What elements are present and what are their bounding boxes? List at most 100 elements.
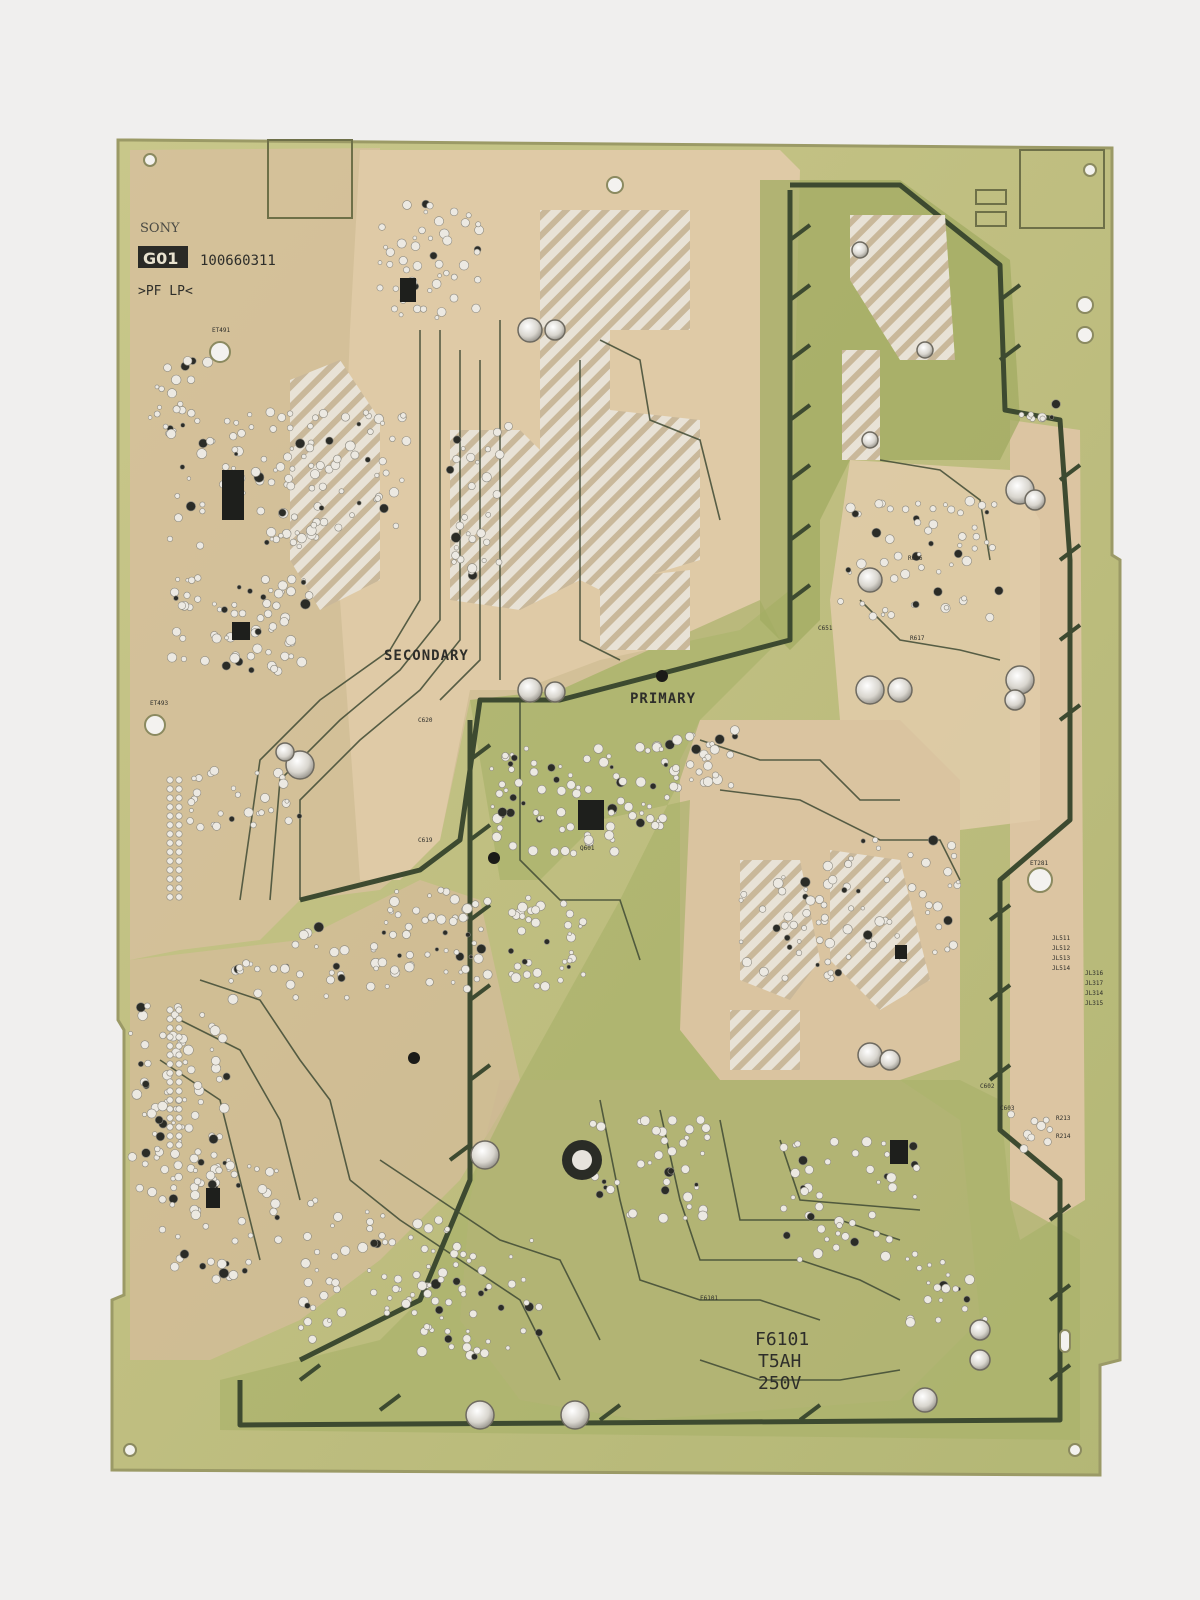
solder-pad [423, 209, 428, 215]
solder-pad [436, 307, 447, 317]
solder-pad [971, 524, 978, 531]
solder-pad [339, 945, 350, 956]
solder-pad [147, 1187, 157, 1197]
solder-pad [381, 1273, 388, 1280]
solder-pad [157, 1100, 168, 1112]
solder-pad [246, 652, 255, 661]
solder-pad [170, 587, 180, 597]
solder-pad [209, 1047, 214, 1052]
solder-pad [257, 1184, 268, 1194]
solder-pad [247, 588, 253, 594]
solder-pad [373, 965, 379, 972]
solder-pad [485, 1338, 491, 1345]
solder-pad [694, 1182, 699, 1187]
solder-pad [925, 901, 933, 910]
refdes-label: R213 [1056, 1115, 1071, 1122]
solder-pad [298, 1324, 304, 1331]
solder-pad [225, 1160, 235, 1171]
connector-pin [175, 1087, 183, 1095]
solder-pad [357, 1242, 369, 1253]
solder-pad [801, 925, 807, 931]
solder-pad [885, 534, 895, 544]
solder-pad [284, 474, 293, 483]
solder-pad [398, 312, 404, 318]
solder-pad [517, 926, 526, 936]
solder-pad [598, 757, 609, 768]
refdes-label: ET281 [1030, 860, 1048, 867]
solder-pad [384, 984, 390, 989]
solder-pad [141, 1148, 151, 1158]
solder-pad [237, 429, 246, 438]
solder-pad [822, 860, 833, 872]
connector-pin [166, 1114, 174, 1122]
solder-pad [519, 913, 526, 920]
solder-pad [286, 481, 296, 491]
solder-pad [901, 505, 910, 513]
solder-pad [890, 574, 899, 583]
solder-pad [172, 627, 182, 637]
solder-pad [873, 1230, 881, 1238]
solder-pad [495, 450, 505, 460]
connector-pin [175, 1060, 183, 1068]
solder-pad [437, 273, 442, 278]
connector-pin [175, 866, 183, 874]
solder-pad [153, 410, 161, 418]
connector-pin [175, 884, 183, 892]
solder-pad [836, 1222, 843, 1229]
solder-pad [182, 356, 193, 366]
connector-pin [166, 821, 174, 829]
solder-pad [481, 472, 492, 483]
solder-pad [915, 500, 921, 507]
mounting-holes [123, 153, 1097, 1457]
solder-pad [247, 1232, 254, 1239]
solder-pad [404, 961, 415, 973]
solder-pad [404, 922, 413, 931]
solder-pad [412, 906, 421, 915]
solder-pad [331, 1252, 339, 1261]
solder-pad [988, 544, 996, 552]
solder-pad [314, 944, 319, 949]
solder-pad [702, 757, 707, 762]
solder-pad [796, 939, 802, 944]
solder-pad [280, 651, 290, 661]
solder-pad [948, 940, 958, 950]
hv-trace-outlines [237, 182, 1073, 1428]
solder-pad [323, 993, 329, 999]
solder-pad [356, 500, 362, 506]
solder-pad [786, 944, 793, 951]
solder-pad [127, 1152, 137, 1162]
solder-pad [135, 1002, 146, 1013]
solder-pad [741, 957, 752, 968]
solder-pad [918, 890, 927, 899]
solder-pad [331, 1278, 340, 1287]
solder-pad [779, 1143, 788, 1152]
solder-pad [266, 527, 277, 538]
solder-pad [334, 523, 343, 532]
solder-pad [1049, 414, 1055, 420]
solder-pad [382, 469, 390, 477]
solder-pad [277, 580, 288, 591]
solder-pad [401, 436, 412, 446]
solder-pad [874, 499, 884, 509]
solder-pad [131, 1089, 143, 1100]
solder-pad [882, 607, 889, 614]
solder-pad [647, 1160, 653, 1166]
solder-pad [880, 612, 886, 617]
connector-pin [175, 1015, 183, 1023]
solder-pad [709, 744, 720, 755]
solder-pad [522, 970, 531, 979]
solder-pad [188, 576, 196, 584]
solder-pad [431, 1248, 436, 1254]
solder-pad [231, 1237, 239, 1245]
solder-pad [199, 1262, 207, 1270]
solder-pad [377, 957, 388, 967]
solder-pad [935, 1316, 942, 1324]
solder-pad [256, 614, 265, 622]
solder-pad [933, 587, 943, 597]
solder-pad [429, 251, 438, 260]
solder-pad [425, 978, 434, 987]
solder-pad [462, 1342, 472, 1352]
solder-pad [235, 1182, 241, 1188]
solder-pad [939, 1259, 946, 1266]
solder-pad [855, 888, 861, 894]
